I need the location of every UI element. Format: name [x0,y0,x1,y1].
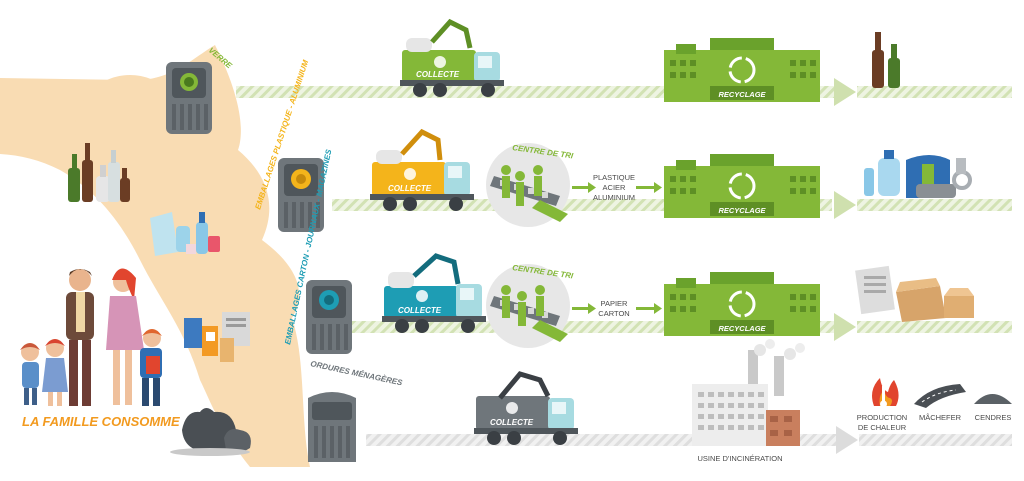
sort-arrows [572,182,662,314]
recycling-factory-3 [664,272,820,336]
truck-waste [474,371,578,445]
truck-glass [400,18,504,97]
svg-text:PLASTIQUE: PLASTIQUE [593,173,635,182]
sorting-center-1 [486,143,570,227]
svg-text:ALUMINIUM: ALUMINIUM [593,193,635,202]
truck-plastic-label: COLLECTE [388,184,432,193]
svg-text:DE CHALEUR: DE CHALEUR [858,423,907,432]
incineration-output-slag: MÂCHEFER [919,413,962,422]
truck-glass-label: COLLECTE [416,70,460,79]
ash-pile-icon [974,394,1012,404]
recycling-factory-1-label: RECYCLAGE [718,90,766,99]
incineration-output-ash: CENDRES [975,413,1012,422]
incinerator-label: USINE D'INCINÉRATION [697,454,782,463]
svg-text:CARTON: CARTON [598,309,629,318]
plastic-products-icon [864,150,972,198]
svg-text:ACIER: ACIER [603,183,627,192]
family-illustration [20,268,162,406]
bin-waste[interactable] [308,392,356,462]
paper-items [184,312,250,362]
family-label: LA FAMILLE CONSOMME [22,414,180,429]
road-icon [914,384,966,408]
plastic-items [150,212,220,256]
sorted-materials-1: PLASTIQUE ACIER ALUMINIUM [593,173,635,202]
truck-paper [382,253,486,333]
truck-waste-label: COLLECTE [490,418,534,427]
recycling-factory-1 [664,38,820,102]
truck-plastic [370,128,474,211]
bin-plastic[interactable] [278,158,324,232]
glass-bottles-items [68,143,130,202]
recycling-factory-2-label: RECYCLAGE [718,206,766,215]
svg-text:PAPIER: PAPIER [601,299,629,308]
bin-paper[interactable] [306,280,352,354]
incineration-output-heat: PRODUCTION DE CHALEUR [857,413,907,432]
recycling-factory-3-label: RECYCLAGE [718,324,766,333]
paper-products-icon [855,265,974,322]
fire-icon [872,378,899,408]
truck-paper-label: COLLECTE [398,306,442,315]
sorting-center-2 [486,264,570,348]
bin-glass[interactable] [166,62,212,134]
svg-text:PRODUCTION: PRODUCTION [857,413,907,422]
incineration-plant [692,339,805,446]
sorted-materials-2: PAPIER CARTON [598,299,629,318]
recycling-factory-2 [664,154,820,218]
waste-bags [170,408,251,456]
bin-waste-label: ORDURES MÉNAGÈRES [310,359,404,387]
glass-bottles-icon [872,32,900,88]
